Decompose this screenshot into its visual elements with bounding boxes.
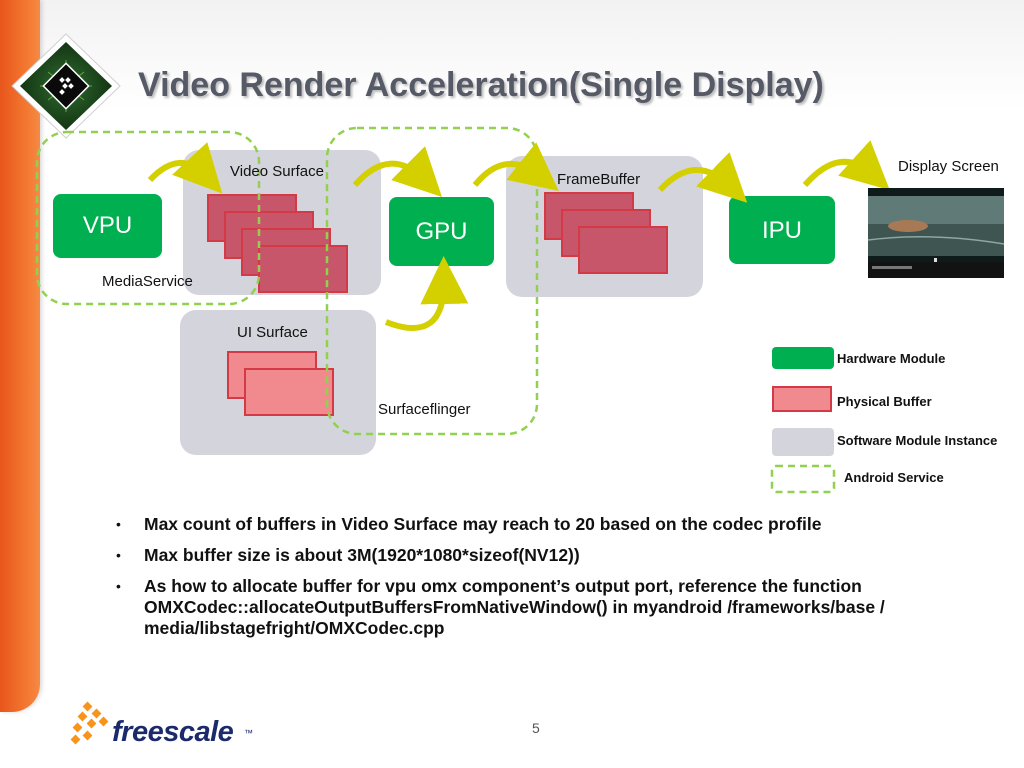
flow-arrow-ipu-to-display [802,140,890,191]
surfaceflinger-outline [325,126,539,436]
legend-swatch-physical-buffer [772,386,832,412]
note-text: Max buffer size is about 3M(1920*1080*si… [144,545,580,565]
gpu-module [389,197,494,266]
gpu-label: GPU [415,218,468,245]
ui-surface-label: UI Surface [237,324,308,341]
legend-label-android-service: Android Service [844,470,944,485]
vpu-label: VPU [82,212,133,239]
note-item: • As how to allocate buffer for vpu omx c… [110,576,990,639]
legend-label-software: Software Module Instance [837,433,998,448]
page-number: 5 [532,720,540,736]
mediaservice-outline [35,130,261,306]
notes-list: • Max count of buffers in Video Surface m… [110,514,990,649]
legend-swatch-hardware [772,347,834,369]
flow-arrow-ui-to-gpu [384,256,469,331]
flow-arrow-vpu-to-surface [147,142,223,194]
bullet-icon: • [116,547,121,563]
freescale-wordmark: freescale [112,716,234,748]
flow-arrow-surface-to-gpu [352,146,442,197]
bullet-icon: • [116,516,121,532]
note-item: • Max buffer size is about 3M(1920*1080*s… [110,545,990,566]
surfaceflinger-label: Surfaceflinger [378,401,471,418]
chip-logo-icon [11,33,121,139]
display-screen-image [867,188,1005,278]
legend-swatch-software [772,428,834,456]
flow-arrow-gpu-to-framebuffer [472,142,559,191]
ui-buffer-2 [244,368,334,416]
bullet-icon: • [116,578,121,594]
orange-side-bar [0,0,40,712]
vpu-module [53,194,162,258]
framebuffer-buffer-3 [578,226,668,274]
legend-swatch-android-service [770,464,836,494]
slide-title: Video Render Acceleration(Single Display… [138,66,824,104]
note-item: • Max count of buffers in Video Surface m… [110,514,990,535]
note-text: As how to allocate buffer for vpu omx co… [144,576,885,638]
display-screen-label: Display Screen [898,158,999,175]
flow-arrow-framebuffer-to-ipu [657,152,748,203]
render-pipeline-diagram [35,126,1005,494]
freescale-logo-icon [70,701,109,745]
ipu-module [729,196,835,264]
note-text: Max count of buffers in Video Surface ma… [144,514,822,534]
video-buffer-4 [258,245,348,293]
ipu-label: IPU [761,217,802,244]
trademark-mark: ™ [244,728,253,738]
video-surface-label: Video Surface [230,163,324,180]
legend-label-hardware: Hardware Module [837,351,946,366]
mediaservice-label: MediaService [102,273,193,290]
framebuffer-label: FrameBuffer [557,171,641,188]
legend-label-physical-buffer: Physical Buffer [837,394,932,409]
